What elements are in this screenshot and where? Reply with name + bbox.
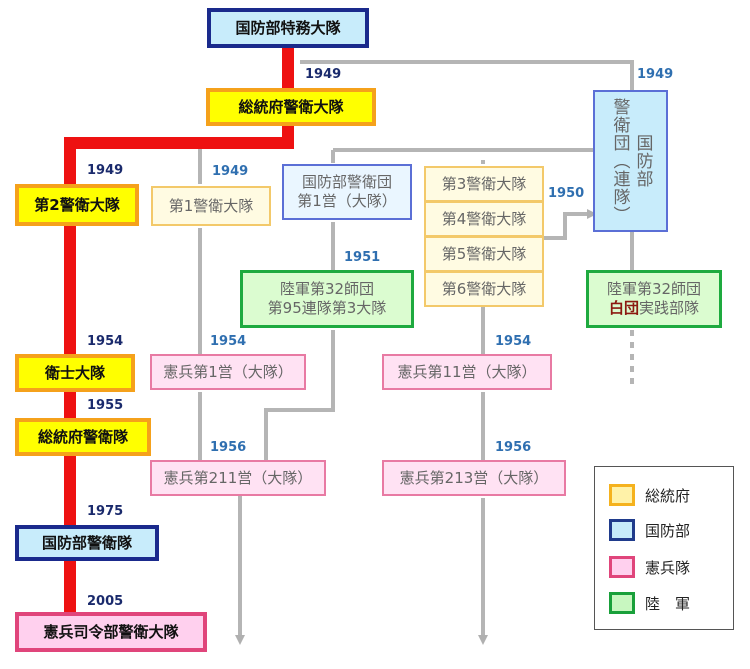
legend-item-kenpei: 憲兵隊 — [609, 555, 690, 579]
year-1949-dai2: 1949 — [87, 163, 124, 178]
node-dai2-keiei-daitai: 第2警衛大隊 — [15, 184, 139, 226]
node-dai6-keiei-daitai: 第6警衛大隊 — [424, 271, 544, 307]
red-main-line — [64, 48, 294, 612]
jissen-label: 実践部隊 — [639, 299, 700, 317]
node-eishi-daitai: 衛士大隊 — [15, 354, 135, 392]
legend-swatch-green — [609, 592, 635, 614]
year-1951: 1951 — [344, 250, 381, 265]
line-rikugun-211 — [264, 330, 335, 460]
node-dai1-keiei-daitai: 第1警衛大隊 — [151, 186, 271, 226]
node-kokubou-keieitai: 国防部警衛隊 — [15, 525, 159, 561]
year-1954-eishi: 1954 — [87, 334, 124, 349]
node-rikugun-32-hakudan: 陸軍第32師団 白団実践部隊 — [586, 270, 722, 328]
year-1949-soutoufu: 1949 — [305, 67, 342, 82]
year-1954-kenpei1: 1954 — [210, 334, 247, 349]
hakudan-label: 白団 — [608, 299, 639, 317]
node-kenpei-213ei: 憲兵第213営（大隊） — [382, 460, 566, 496]
year-1975: 1975 — [87, 504, 124, 519]
node-rikugun-32-95-3: 陸軍第32師団 第95連隊第3大隊 — [240, 270, 414, 328]
legend-label: 総統府 — [645, 486, 691, 505]
node-kenpei-shirei-keiei-daitai: 憲兵司令部警衛大隊 — [15, 612, 207, 652]
year-1954-kenpei11: 1954 — [495, 334, 532, 349]
legend-swatch-yellow — [609, 484, 635, 506]
year-1955: 1955 — [87, 398, 124, 413]
legend-item-soutoufu: 総統府 — [609, 483, 690, 507]
year-1949-keiei-dan: 1949 — [637, 67, 674, 82]
node-dai5-keiei-daitai: 第5警衛大隊 — [424, 236, 544, 272]
legend-label: 国防部 — [645, 521, 691, 540]
node-tokumu-daitai: 国防部特務大隊 — [207, 8, 369, 48]
node-kenpei-1ei: 憲兵第1営（大隊） — [150, 354, 306, 390]
legend: 総統府 国防部 憲兵隊 陸 軍 — [594, 466, 734, 630]
line-to-keiei-dan — [300, 60, 634, 90]
legend-swatch-pink — [609, 556, 635, 578]
year-1950: 1950 — [548, 186, 585, 201]
gray-lines — [198, 60, 634, 645]
node-kenpei-211ei: 憲兵第211営（大隊） — [150, 460, 326, 496]
legend-item-kokubou: 国防部 — [609, 518, 690, 542]
legend-swatch-blue — [609, 519, 635, 541]
legend-label: 憲兵隊 — [645, 558, 691, 577]
node-kokubou-keieidan: 国防部 警衛団（連隊） — [593, 90, 668, 232]
year-1956-213: 1956 — [495, 440, 532, 455]
legend-item-rikugun: 陸 軍 — [609, 591, 690, 615]
hakudan-row: 白団実践部隊 — [609, 299, 699, 318]
node-kokubou-keieidan-1ei: 国防部警衛団 第1営（大隊） — [282, 164, 412, 220]
rikugun-32-label: 陸軍第32師団 — [606, 280, 702, 299]
legend-label: 陸 軍 — [645, 594, 691, 613]
year-1956-211: 1956 — [210, 440, 247, 455]
node-dai3-keiei-daitai: 第3警衛大隊 — [424, 166, 544, 202]
year-1949-dai1: 1949 — [212, 164, 249, 179]
node-soutoufu-keiei-daitai: 総統府警衛大隊 — [206, 88, 376, 126]
node-dai4-keiei-daitai: 第4警衛大隊 — [424, 201, 544, 237]
node-soutoufu-keieitai: 総統府警衛隊 — [15, 418, 151, 456]
node-kenpei-11ei: 憲兵第11営（大隊） — [382, 354, 552, 390]
year-2005: 2005 — [87, 594, 124, 609]
arrow-to-keiei-dan — [543, 209, 597, 240]
